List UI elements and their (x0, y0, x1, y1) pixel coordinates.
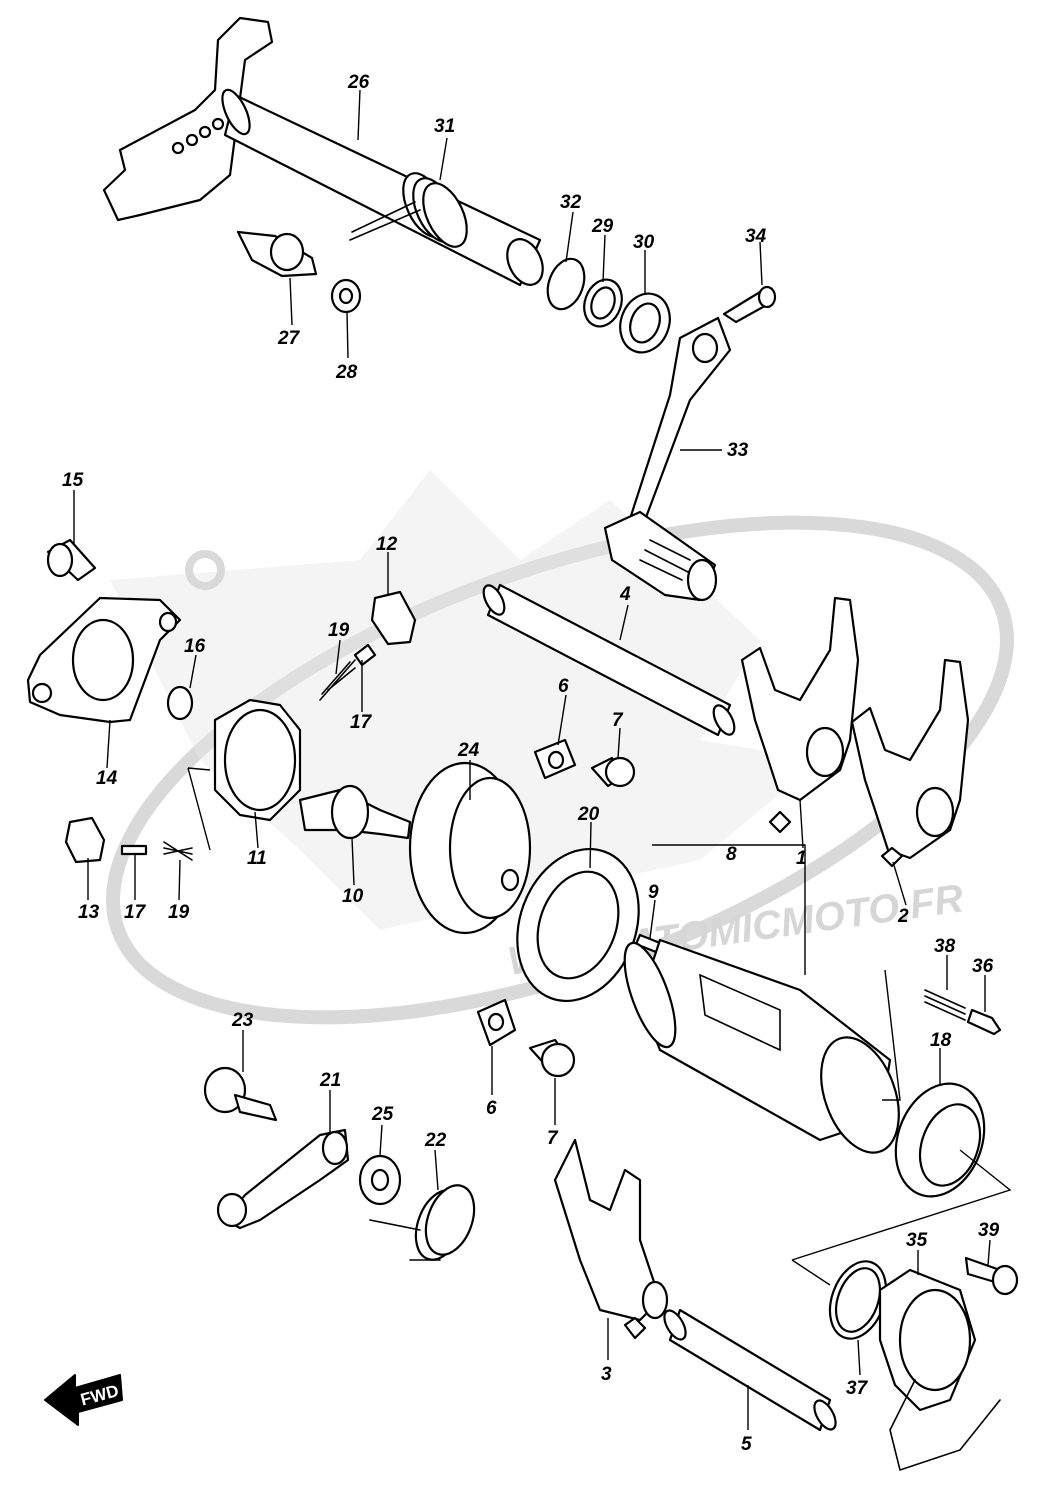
callout-6-upper: 6 (558, 676, 569, 697)
neutral-spring (924, 989, 966, 1021)
callout-3: 3 (601, 1364, 612, 1385)
callout-19-upper: 19 (328, 620, 350, 641)
gear-shift-shaft (102, 16, 544, 287)
callout-21: 21 (319, 1070, 341, 1091)
callout-27: 27 (277, 328, 301, 349)
callout-15: 15 (62, 470, 84, 491)
gearshift-stopper (216, 1128, 350, 1230)
callout-14: 14 (96, 768, 118, 789)
callout-7-upper: 7 (612, 710, 624, 731)
callout-11: 11 (247, 848, 267, 869)
callout-31: 31 (434, 116, 455, 137)
shift-fork-1 (740, 596, 860, 834)
fwd-arrow-icon: FWD (44, 1374, 123, 1426)
gearshift-drum (623, 938, 900, 1154)
pawl (370, 590, 417, 646)
callout-1: 1 (796, 848, 807, 869)
callout-7-lower: 7 (547, 1128, 559, 1149)
callout-16: 16 (184, 636, 206, 657)
callout-22: 22 (424, 1130, 447, 1151)
drum-bearing (894, 1082, 986, 1198)
callout-24: 24 (457, 740, 480, 761)
callout-19-lower: 19 (168, 902, 190, 923)
gear-position-switch (878, 1268, 1001, 1472)
callout-10: 10 (342, 886, 364, 907)
pivot-bolt (236, 230, 318, 278)
pin-lower (120, 844, 148, 856)
callout-6-lower: 6 (486, 1098, 497, 1119)
callout-5: 5 (741, 1434, 752, 1455)
callout-38: 38 (934, 936, 956, 957)
callout-13: 13 (78, 902, 100, 923)
callout-36: 36 (972, 956, 994, 977)
callout-2: 2 (897, 906, 909, 927)
callout-30: 30 (633, 232, 655, 253)
callout-32: 32 (560, 192, 582, 213)
leader-lines (73, 89, 1012, 1430)
callout-17-upper: 17 (350, 712, 373, 733)
callout-29: 29 (591, 216, 614, 237)
pawl-pin (353, 643, 377, 667)
stopper-bolt (203, 1066, 278, 1122)
callout-28: 28 (335, 362, 358, 383)
callout-12: 12 (376, 534, 398, 555)
cam-bolt (298, 784, 412, 840)
callout-numbers: 26 31 32 29 30 34 27 28 33 15 12 4 19 16… (62, 72, 1000, 1455)
callout-18: 18 (930, 1030, 952, 1051)
spacer-ring (166, 685, 194, 721)
cam-driven-gear (408, 761, 532, 935)
pawl-spring (319, 659, 356, 701)
pawl-lower (64, 816, 106, 864)
callout-25: 25 (371, 1104, 394, 1125)
shift-fork-2 (850, 658, 970, 868)
gear-shift-lever (603, 316, 732, 602)
callout-23: 23 (231, 1010, 254, 1031)
callout-34: 34 (745, 226, 767, 247)
circlip (546, 257, 586, 311)
callout-33: 33 (727, 440, 749, 461)
callout-37: 37 (846, 1378, 869, 1399)
callout-4: 4 (619, 584, 631, 605)
callout-17-lower: 17 (124, 902, 147, 923)
return-spring (349, 172, 468, 248)
shift-fork-3 (553, 1138, 669, 1340)
neutral-pin (966, 1008, 1002, 1036)
stopper-spring (369, 1184, 476, 1261)
spring-lower (163, 841, 193, 861)
callout-39: 39 (978, 1220, 1000, 1241)
fork-shaft-lower (663, 1308, 837, 1432)
callout-35: 35 (906, 1230, 928, 1251)
callout-9: 9 (648, 882, 659, 903)
fork-shaft-upper (482, 583, 736, 737)
callout-8: 8 (726, 844, 737, 865)
callout-26: 26 (347, 72, 370, 93)
callout-20: 20 (577, 804, 600, 825)
